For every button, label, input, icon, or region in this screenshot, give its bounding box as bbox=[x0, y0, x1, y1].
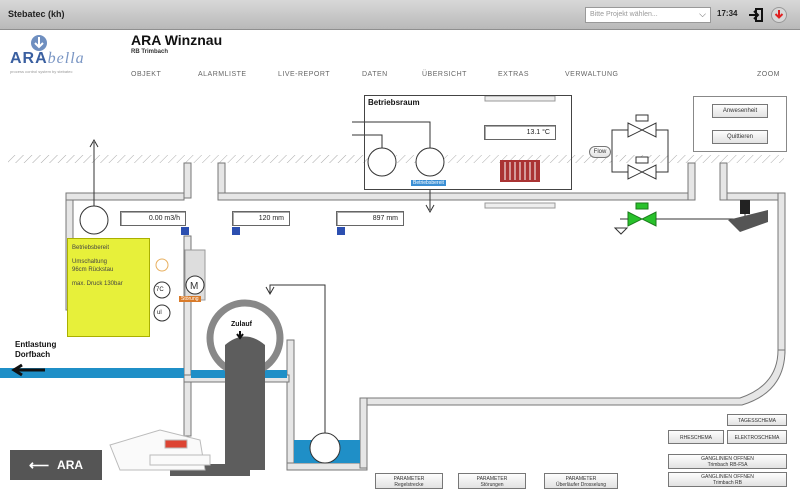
valves bbox=[611, 114, 669, 180]
chevron-down-icon: ⌵ bbox=[699, 9, 706, 19]
nav-verwaltung[interactable]: VERWALTUNG bbox=[565, 71, 619, 78]
param-1-line-1: PARAMETER bbox=[393, 476, 425, 482]
level1-display: 120 mm bbox=[232, 211, 290, 226]
quittieren-button[interactable]: Quittieren bbox=[712, 130, 768, 144]
fan-icon bbox=[79, 205, 109, 235]
download-icon[interactable] bbox=[771, 7, 787, 23]
nav-alarmliste[interactable]: ALARMLISTE bbox=[198, 71, 247, 78]
rheschema-button[interactable]: RHESCHEMA bbox=[668, 430, 724, 444]
page-title: ARA Winznau bbox=[131, 32, 223, 48]
info-box: Betriebsbereit Umschaltung 96cm Rückstau… bbox=[67, 238, 150, 337]
chamber-walls bbox=[65, 162, 786, 471]
equipment-sketch bbox=[109, 429, 211, 471]
nav-live-report[interactable]: LIVE-REPORT bbox=[278, 71, 331, 78]
ganglinien-f5a-button[interactable]: GANGLINIEN OFFNEN Trimbach RB-F5A bbox=[668, 454, 787, 469]
logo-tagline: process control system by stebatec bbox=[10, 69, 73, 74]
valve-open-icon bbox=[627, 202, 657, 227]
temperature-display: 13.1 °C bbox=[484, 125, 556, 140]
pump-icon bbox=[309, 432, 341, 464]
pump-status-tag: Betriebsbereit bbox=[411, 180, 446, 186]
param-1-line-2: Regelstrecke bbox=[394, 482, 424, 489]
signal-lamp-icon bbox=[155, 258, 169, 272]
betriebsraum bbox=[364, 95, 572, 190]
back-to-ara-button[interactable]: ⟵ ARA bbox=[10, 450, 102, 480]
param-ueberlaeufer-button[interactable]: PARAMETER Überläufer Drosselung bbox=[544, 473, 618, 489]
info-line-2: Umschaltung bbox=[72, 259, 108, 265]
outflow-line-1: Entlastung bbox=[15, 340, 57, 349]
info-line-4: max. Druck 130bar bbox=[72, 281, 123, 287]
flow-badge[interactable]: Flow bbox=[589, 146, 611, 158]
inflow-pipe bbox=[225, 336, 265, 470]
page-subtitle: RB Trimbach bbox=[131, 49, 169, 55]
param-regelstrecke-button[interactable]: PARAMETER Regelstrecke bbox=[375, 473, 443, 489]
param-2-line-1: PARAMETER bbox=[476, 476, 508, 482]
param-2-line-2: Störungen bbox=[480, 482, 504, 489]
param-3-line-2: Überläufer Drosselung bbox=[555, 482, 607, 489]
info-line-3: 96cm Rückstau bbox=[72, 267, 114, 273]
app-name: Stebatec (kh) bbox=[8, 9, 65, 19]
project-select-placeholder: Bitte Projekt wählen... bbox=[590, 11, 658, 18]
anwesenheit-button[interactable]: Anwesenheit bbox=[712, 104, 768, 118]
back-button-label: ARA bbox=[57, 458, 84, 472]
title-bar: Stebatec (kh) Bitte Projekt wählen... ⌵ … bbox=[0, 0, 800, 30]
logo-script: bella bbox=[47, 50, 85, 67]
arabella-logo: ARAbella process control system by steba… bbox=[10, 34, 120, 74]
badge-7c: 7C bbox=[156, 287, 164, 293]
motor-icon bbox=[185, 275, 205, 295]
motor-status-tag: Störung bbox=[179, 296, 201, 302]
svg-text:M: M bbox=[190, 281, 198, 292]
outflow-arrow-icon bbox=[11, 363, 45, 377]
inflow-label: Zulauf bbox=[231, 321, 252, 328]
outflow-line-2: Dorfbach bbox=[15, 350, 51, 359]
outflow-label: Entlastung Dorfbach bbox=[15, 340, 56, 360]
nav-zoom[interactable]: ZOOM bbox=[757, 71, 780, 78]
level2-display: 897 mm bbox=[336, 211, 404, 226]
flow-display: 0.00 m3/h bbox=[120, 211, 186, 226]
ganglinie-1-line-1: GANGLINIEN OFFNEN bbox=[701, 456, 754, 462]
float-switch-icon bbox=[728, 210, 768, 232]
logout-icon[interactable] bbox=[748, 7, 764, 23]
logo-brand: ARA bbox=[10, 50, 48, 67]
sensor-1-icon bbox=[181, 227, 189, 235]
tagesschema-button[interactable]: TAGESSCHEMA bbox=[727, 414, 787, 426]
arrow-left-icon: ⟵ bbox=[28, 456, 50, 473]
logo-drop-icon bbox=[31, 35, 47, 51]
param-stoerungen-button[interactable]: PARAMETER Störungen bbox=[458, 473, 526, 489]
nav-daten[interactable]: DATEN bbox=[362, 71, 388, 78]
sensor-3-icon bbox=[337, 227, 345, 235]
clock: 17:34 bbox=[717, 9, 738, 18]
project-select[interactable]: Bitte Projekt wählen... ⌵ bbox=[585, 7, 711, 23]
elektroschema-button[interactable]: ELEKTROSCHEMA bbox=[727, 430, 787, 444]
param-3-line-1: PARAMETER bbox=[565, 476, 597, 482]
ganglinien-rb-button[interactable]: GANGLINIEN OFFNEN Trimbach RB bbox=[668, 472, 787, 487]
water-outflow bbox=[0, 368, 184, 378]
sensor-2-icon bbox=[232, 227, 240, 235]
info-line-1: Betriebsbereit bbox=[72, 245, 110, 251]
nav-uebersicht[interactable]: ÜBERSICHT bbox=[422, 71, 467, 78]
ganglinie-2-line-1: GANGLINIEN OFFNEN bbox=[701, 474, 754, 480]
betriebsraum-title: Betriebsraum bbox=[368, 98, 420, 107]
ganglinie-1-line-2: Trimbach RB-F5A bbox=[707, 462, 748, 469]
ganglinie-2-line-2: Trimbach RB bbox=[713, 480, 742, 487]
nav-extras[interactable]: EXTRAS bbox=[498, 71, 530, 78]
nav-objekt[interactable]: OBJEKT bbox=[131, 71, 162, 78]
badge-ul: ul bbox=[157, 310, 162, 316]
